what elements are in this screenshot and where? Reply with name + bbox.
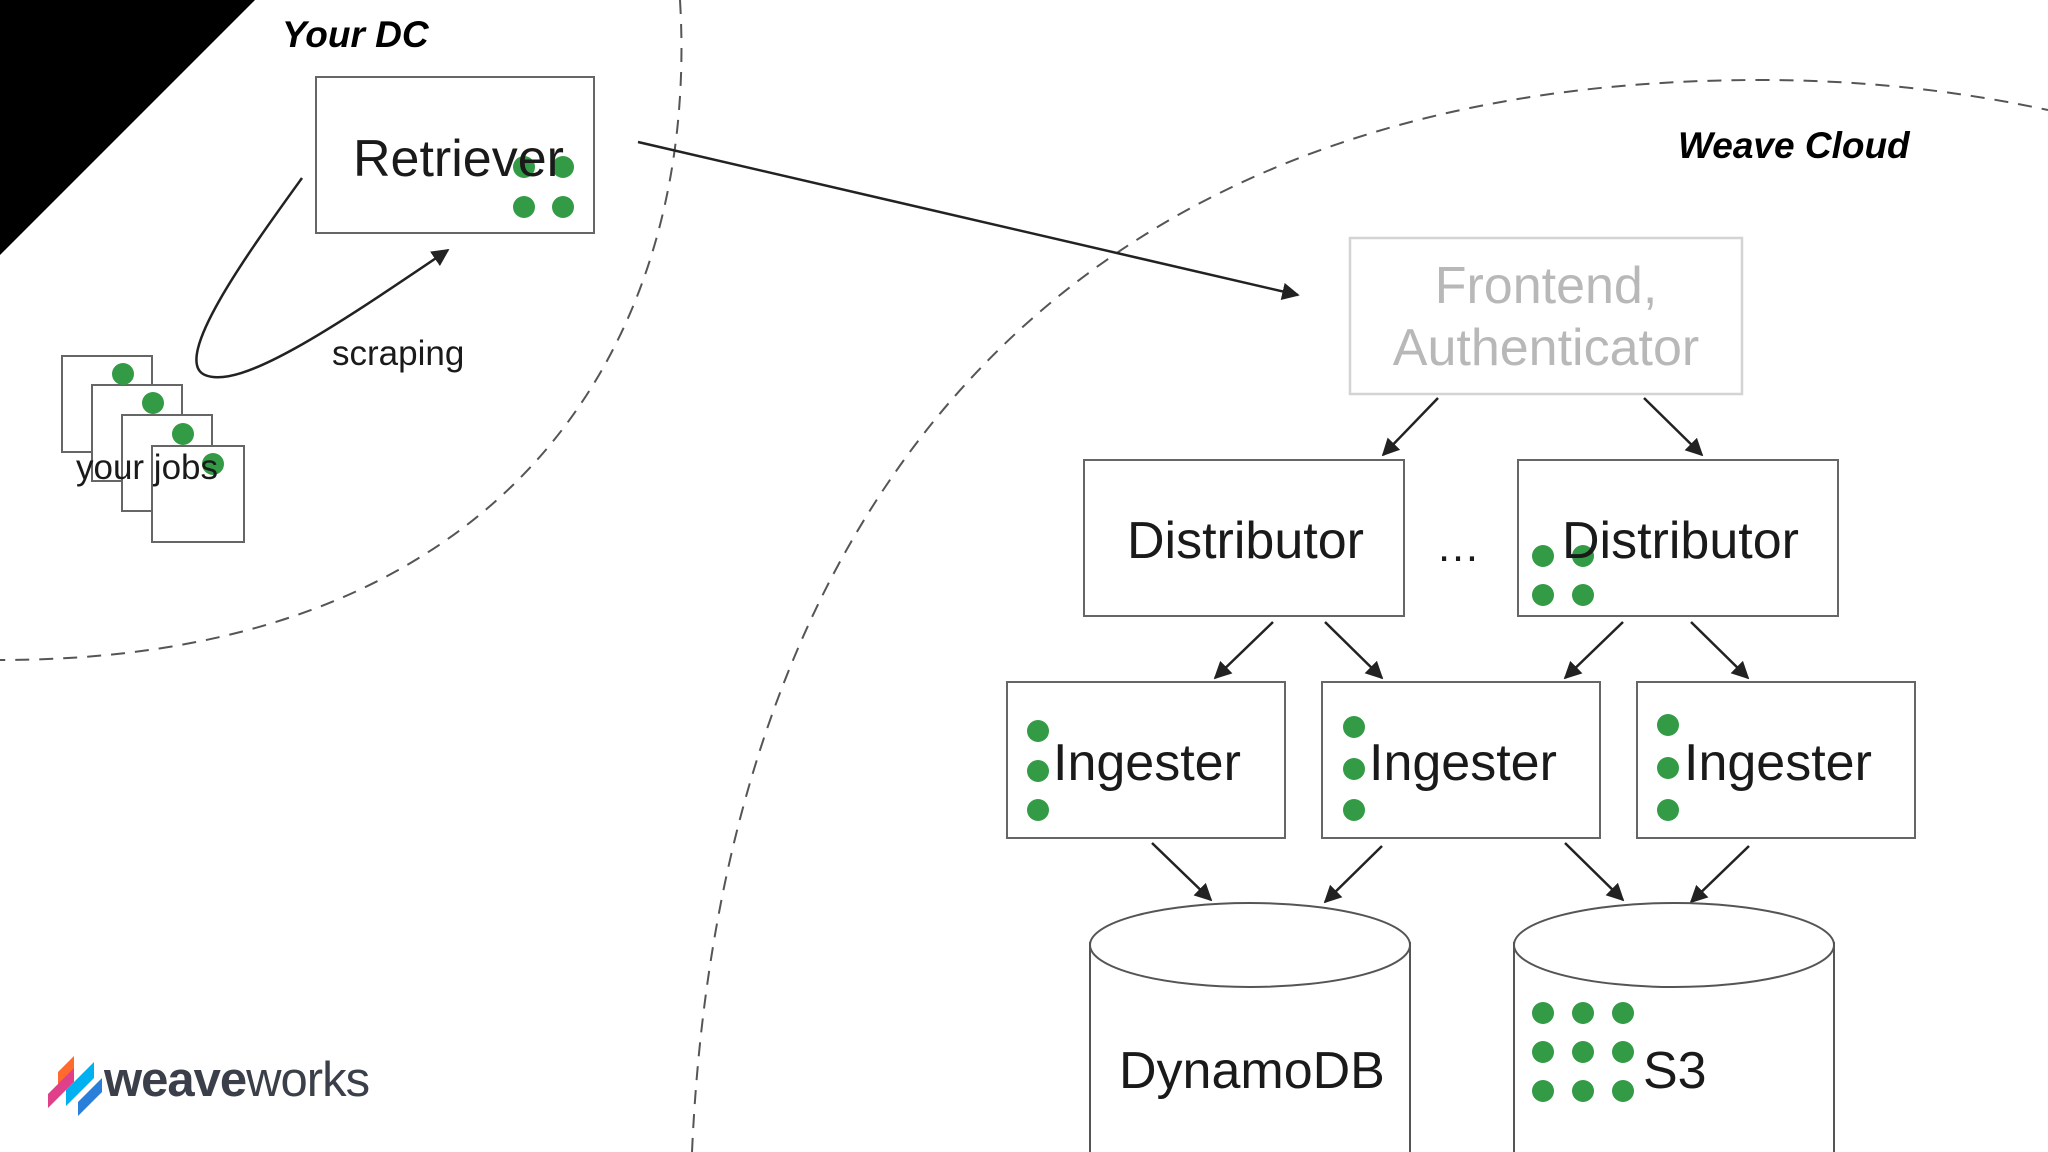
frontend-label-line1: Frontend, — [1434, 257, 1658, 315]
your-dc-boundary — [0, 0, 683, 661]
corner-banner — [0, 0, 255, 255]
weaveworks-logo: weaveworks — [40, 1050, 380, 1110]
scraping-label: scraping — [332, 334, 465, 373]
ingester-a-to-dynamodb-arrow — [1151, 842, 1213, 902]
your-jobs-label: your jobs — [76, 448, 219, 487]
ingester-box-c — [1636, 681, 1916, 839]
s3-label: S3 — [1643, 1042, 1707, 1100]
distributor-a-label: Distributor — [1127, 512, 1364, 570]
scraping-curve — [195, 177, 450, 379]
weaveworks-logo-icon — [48, 1056, 102, 1116]
dist-b-to-ingester-b-arrow — [1563, 621, 1624, 680]
ingester-c-to-s3-arrow — [1689, 845, 1750, 904]
s3-cylinder — [1513, 902, 1835, 1152]
retriever-label: Retriever — [353, 130, 564, 188]
dynamodb-label: DynamoDB — [1119, 1042, 1385, 1100]
wordmark-bold: weave — [104, 1053, 247, 1107]
ingester-b-to-dynamodb-arrow — [1323, 845, 1383, 904]
weaveworks-wordmark: weaveworks — [104, 1052, 370, 1108]
ellipsis-label: … — [1436, 522, 1480, 571]
frontend-to-distributor-b-arrow — [1643, 397, 1704, 457]
wordmark-light: works — [246, 1053, 370, 1107]
retriever-box — [315, 76, 595, 234]
frontend-to-distributor-a-arrow — [1381, 397, 1439, 457]
ingester-c-label: Ingester — [1684, 734, 1872, 792]
ingester-box-b — [1321, 681, 1601, 839]
your-jobs-stack — [61, 355, 245, 543]
dist-b-to-ingester-c-arrow — [1690, 621, 1750, 680]
your-dc-label: Your DC — [282, 14, 429, 55]
ingester-a-label: Ingester — [1053, 734, 1241, 792]
ingester-b-label: Ingester — [1369, 734, 1557, 792]
dist-a-to-ingester-a-arrow — [1213, 621, 1274, 680]
distributor-b-label: Distributor — [1562, 512, 1799, 570]
frontend-label: Frontend, Authenticator — [1350, 255, 1742, 379]
retriever-to-frontend-arrow — [637, 140, 1300, 300]
frontend-label-line2: Authenticator — [1392, 319, 1700, 377]
ingester-b-to-s3-arrow — [1564, 842, 1625, 902]
distributor-box-b — [1517, 459, 1839, 617]
ingester-box-a — [1006, 681, 1286, 839]
dynamodb-cylinder — [1089, 902, 1411, 1152]
dist-a-to-ingester-b-arrow — [1324, 621, 1384, 680]
weave-cloud-label: Weave Cloud — [1678, 125, 1910, 166]
distributor-box-a — [1083, 459, 1405, 617]
frontend-box — [1348, 236, 1744, 396]
